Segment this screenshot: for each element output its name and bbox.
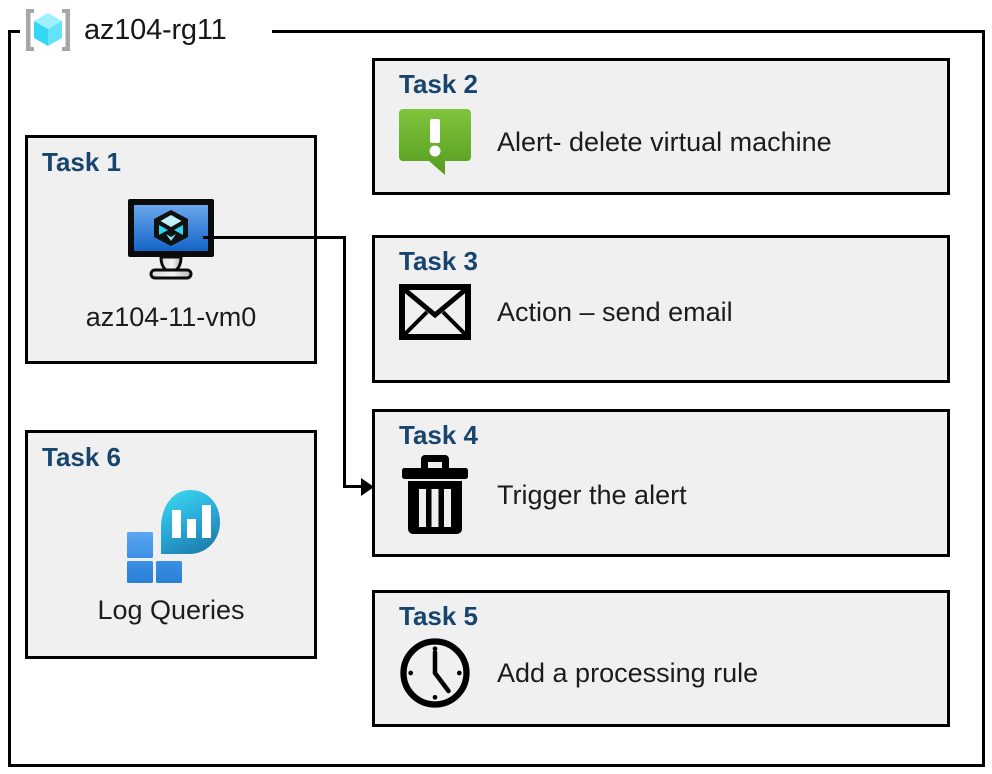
task-title: Task 2 — [399, 69, 479, 99]
connector-segment-horizontal-bottom — [343, 485, 365, 488]
resource-group-title: az104-rg11 — [84, 13, 227, 46]
task-row: Add a processing rule — [399, 633, 937, 713]
azure-resource-group-icon — [26, 9, 70, 51]
task-row: Alert- delete virtual machine — [399, 105, 937, 179]
task-icon-wrap — [399, 452, 471, 538]
resource-group-header: az104-rg11 — [22, 4, 227, 56]
task-card-task-3[interactable]: Task 3 Action – send email — [372, 235, 950, 383]
task-card-task-6[interactable]: Task 6 — [25, 430, 317, 659]
task-title: Task 5 — [399, 601, 479, 631]
task-title: Task 6 — [42, 442, 122, 472]
task-label: Action – send email — [497, 296, 733, 327]
virtual-machine-icon — [128, 199, 214, 280]
trash-icon — [402, 455, 468, 534]
task-icon-wrap — [28, 196, 314, 282]
log-analytics-icon — [127, 490, 220, 583]
resource-group-border-top — [272, 30, 985, 33]
alert-bubble-icon — [399, 109, 471, 175]
task-label: az104-11-vm0 — [85, 302, 257, 332]
task-icon-wrap — [399, 284, 471, 340]
task-card-task-2[interactable]: Task 2 Alert- delete virtual machine — [372, 58, 950, 195]
task-card-task-5[interactable]: Task 5 Add a processing rule — [372, 590, 950, 727]
task-row: Action – send email — [399, 284, 937, 340]
task-title: Task 3 — [399, 246, 479, 276]
resource-group-border-right — [982, 30, 985, 767]
task-icon-wrap — [28, 488, 314, 583]
task-card-task-1[interactable]: Task 1 — [25, 135, 317, 364]
arrow-right-icon — [361, 478, 374, 496]
envelope-icon — [399, 284, 471, 340]
task-row: Trigger the alert — [399, 452, 937, 538]
task-card-task-4[interactable]: Task 4 Trigger the alert — [372, 409, 950, 557]
task-label: Trigger the alert — [497, 479, 687, 510]
resource-group-border-top-stub — [8, 30, 20, 33]
clock-icon — [400, 638, 470, 708]
task-title: Task 1 — [42, 147, 122, 177]
task-title: Task 4 — [399, 420, 479, 450]
connector-segment-horizontal-top — [203, 236, 346, 239]
resource-group-border-left — [8, 30, 11, 767]
task-icon-wrap — [399, 105, 471, 179]
task-label: Alert- delete virtual machine — [497, 126, 832, 157]
resource-group-border-bottom — [8, 764, 985, 767]
task-label: Log Queries — [97, 595, 245, 625]
task-label: Add a processing rule — [497, 657, 759, 688]
connector-segment-vertical — [343, 236, 346, 488]
task-icon-wrap — [399, 633, 471, 713]
